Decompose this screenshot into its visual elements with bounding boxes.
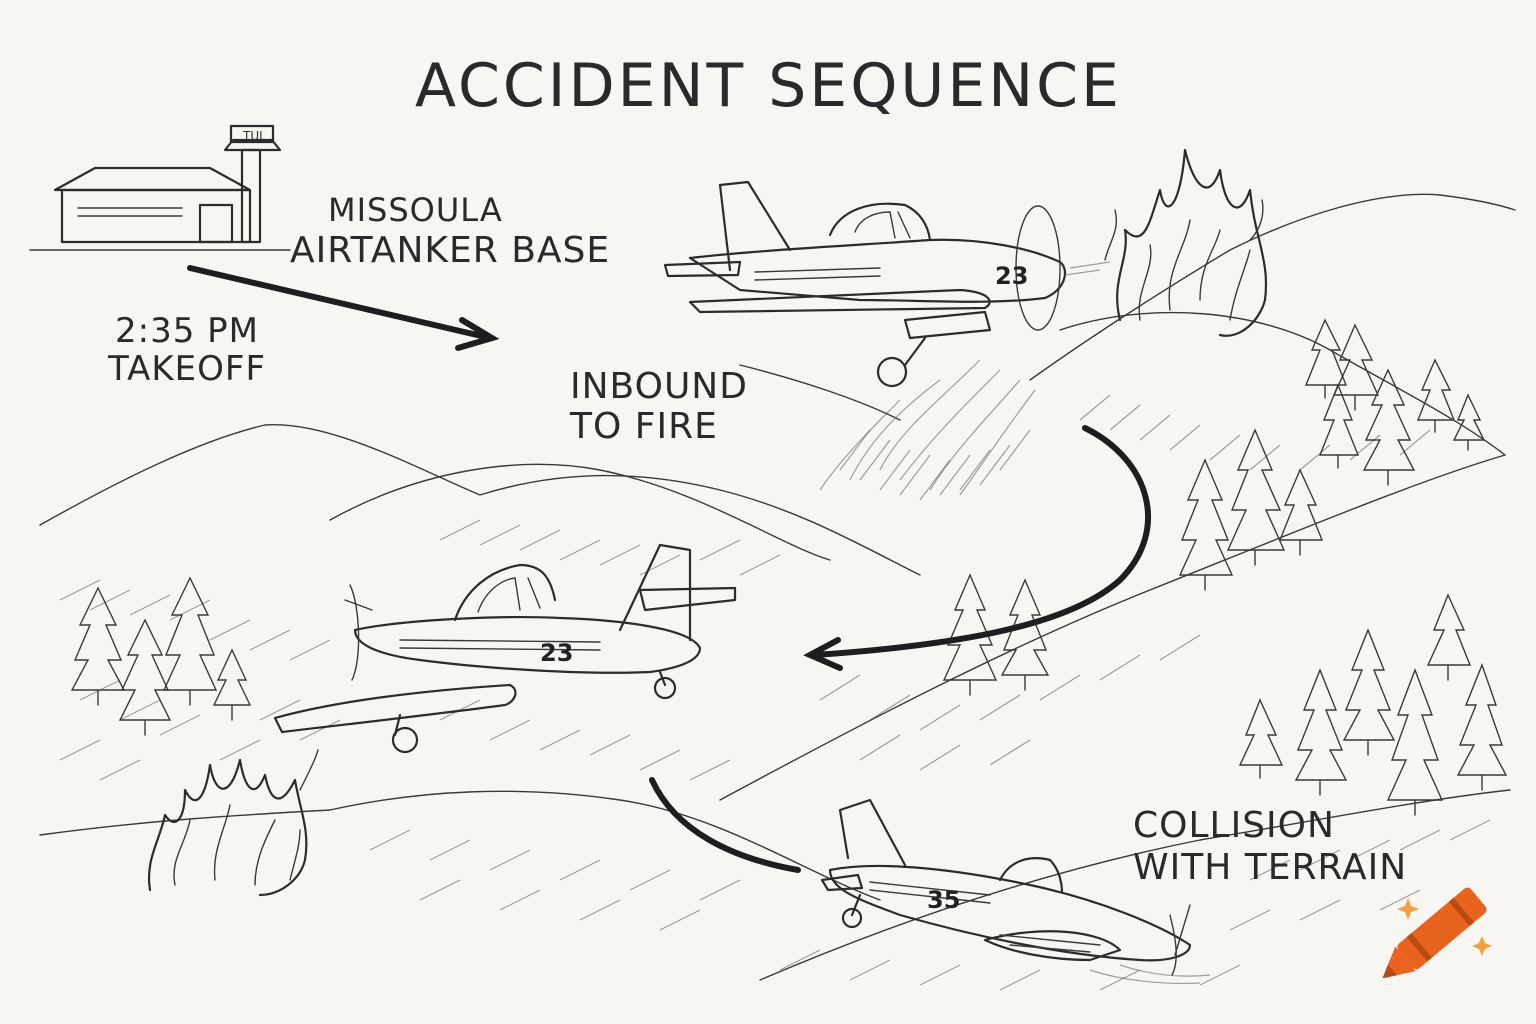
pine-tree-icon (162, 576, 218, 706)
aircraft-number: 35 (927, 886, 960, 914)
fire-icon (1104, 148, 1268, 337)
sequence-arrows (187, 265, 1151, 873)
pine-trees (70, 318, 1508, 816)
pine-tree-icon (1294, 668, 1348, 796)
collision-label-line1: COLLISION (1133, 805, 1335, 846)
hangar-building-icon (29, 166, 291, 251)
fire-icon (147, 749, 319, 897)
pine-tree-icon (1452, 393, 1486, 451)
aircraft-number: 23 (995, 262, 1028, 290)
pine-tree-icon (212, 648, 252, 721)
sparkle-icon (1397, 898, 1419, 920)
control-tower-icon: TUI (223, 124, 282, 244)
arrow-head-takeoff (455, 317, 500, 351)
base-label-line1: MISSOULA (328, 191, 503, 229)
pine-tree-icon (118, 618, 172, 736)
arrow-inbound-turn (812, 425, 1151, 658)
crayon-logo-icon (1382, 887, 1487, 979)
arrow-takeoff-to-inbound (187, 265, 493, 341)
pine-tree-icon (1342, 628, 1396, 756)
arrow-descent (649, 777, 801, 873)
pine-tree-icon (1426, 593, 1472, 681)
pine-tree-icon (1456, 663, 1508, 791)
collision-label-line2: WITH TERRAIN (1133, 847, 1408, 888)
aircraft-number: 23 (540, 639, 573, 667)
inbound-label-line1: INBOUND (570, 366, 748, 407)
pine-tree-icon (1362, 368, 1416, 486)
pine-tree-icon (1304, 318, 1348, 399)
pine-tree-icon (1386, 668, 1444, 816)
pine-tree-icon (1318, 383, 1360, 469)
arrow-head-turn (803, 637, 843, 671)
pine-tree-icon (1238, 698, 1284, 779)
pine-tree-icon (1178, 458, 1234, 591)
inbound-label-line2: TO FIRE (570, 406, 718, 447)
pine-tree-icon (942, 573, 998, 696)
takeoff-label: TAKEOFF (108, 349, 267, 389)
airplane-icon: 23 (273, 543, 737, 754)
airplane-icon: 23 (663, 180, 1111, 496)
page-title: ACCIDENT SEQUENCE (415, 51, 1122, 121)
pine-tree-icon (1000, 578, 1050, 691)
base-label-line2: AIRTANKER BASE (290, 230, 611, 271)
sparkle-icon (1472, 936, 1492, 956)
takeoff-time-label: 2:35 PM (115, 311, 259, 351)
airplane-icon: 35 (820, 798, 1211, 985)
tower-sign: TUI (242, 129, 263, 143)
pine-tree-icon (70, 586, 126, 706)
pine-tree-icon (1416, 358, 1456, 433)
terrain-hatching (59, 394, 1491, 991)
pine-tree-icon (1332, 323, 1380, 411)
pine-tree-icon (1226, 428, 1286, 566)
pine-tree-icon (1278, 468, 1324, 556)
